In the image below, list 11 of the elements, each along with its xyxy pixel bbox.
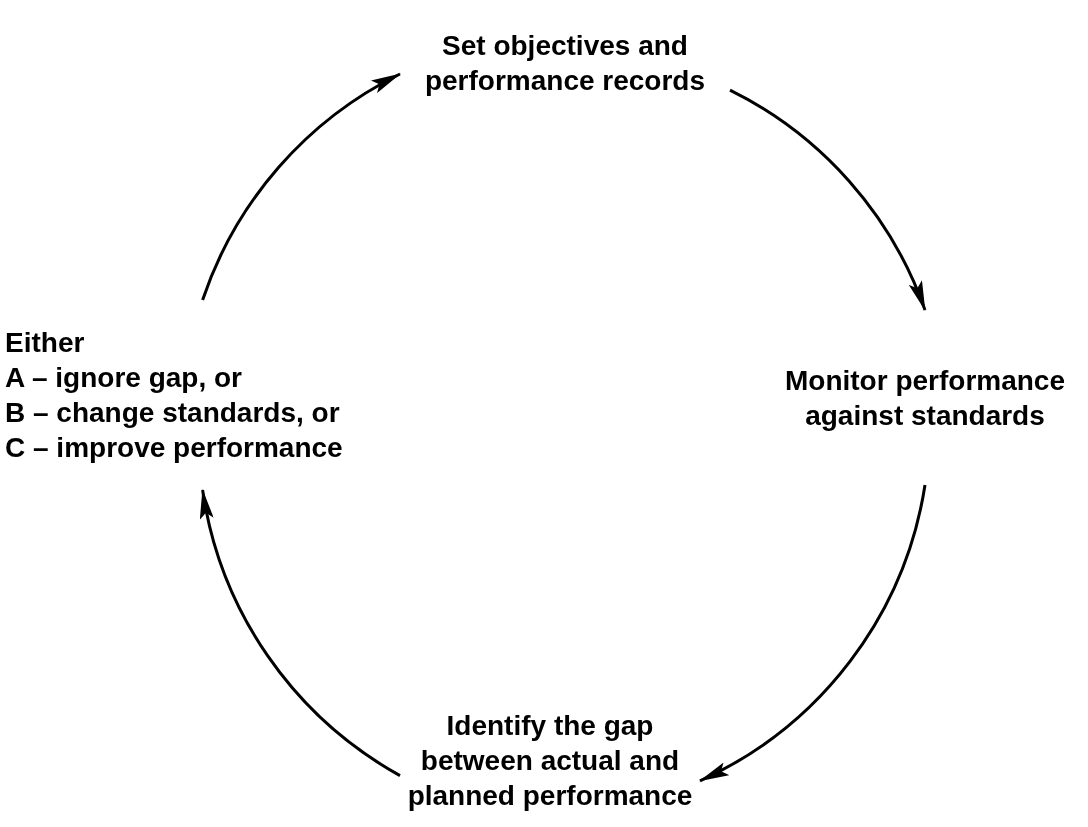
curved-arrow [729,88,927,311]
heading-text: Either [5,326,85,360]
curved-arrow [699,484,927,783]
option-text: C – improve performance [5,431,343,465]
step-label: Identify the gap between actual and planned performance [406,708,694,813]
step-label: Set objectives and performance records [423,28,707,98]
option-text: B – change standards, or [5,396,340,430]
curved-arrow [201,489,401,777]
curved-arrow [201,72,401,301]
step-label: Monitor performance against standards [784,363,1066,433]
option-text: A – ignore gap, or [5,361,242,395]
